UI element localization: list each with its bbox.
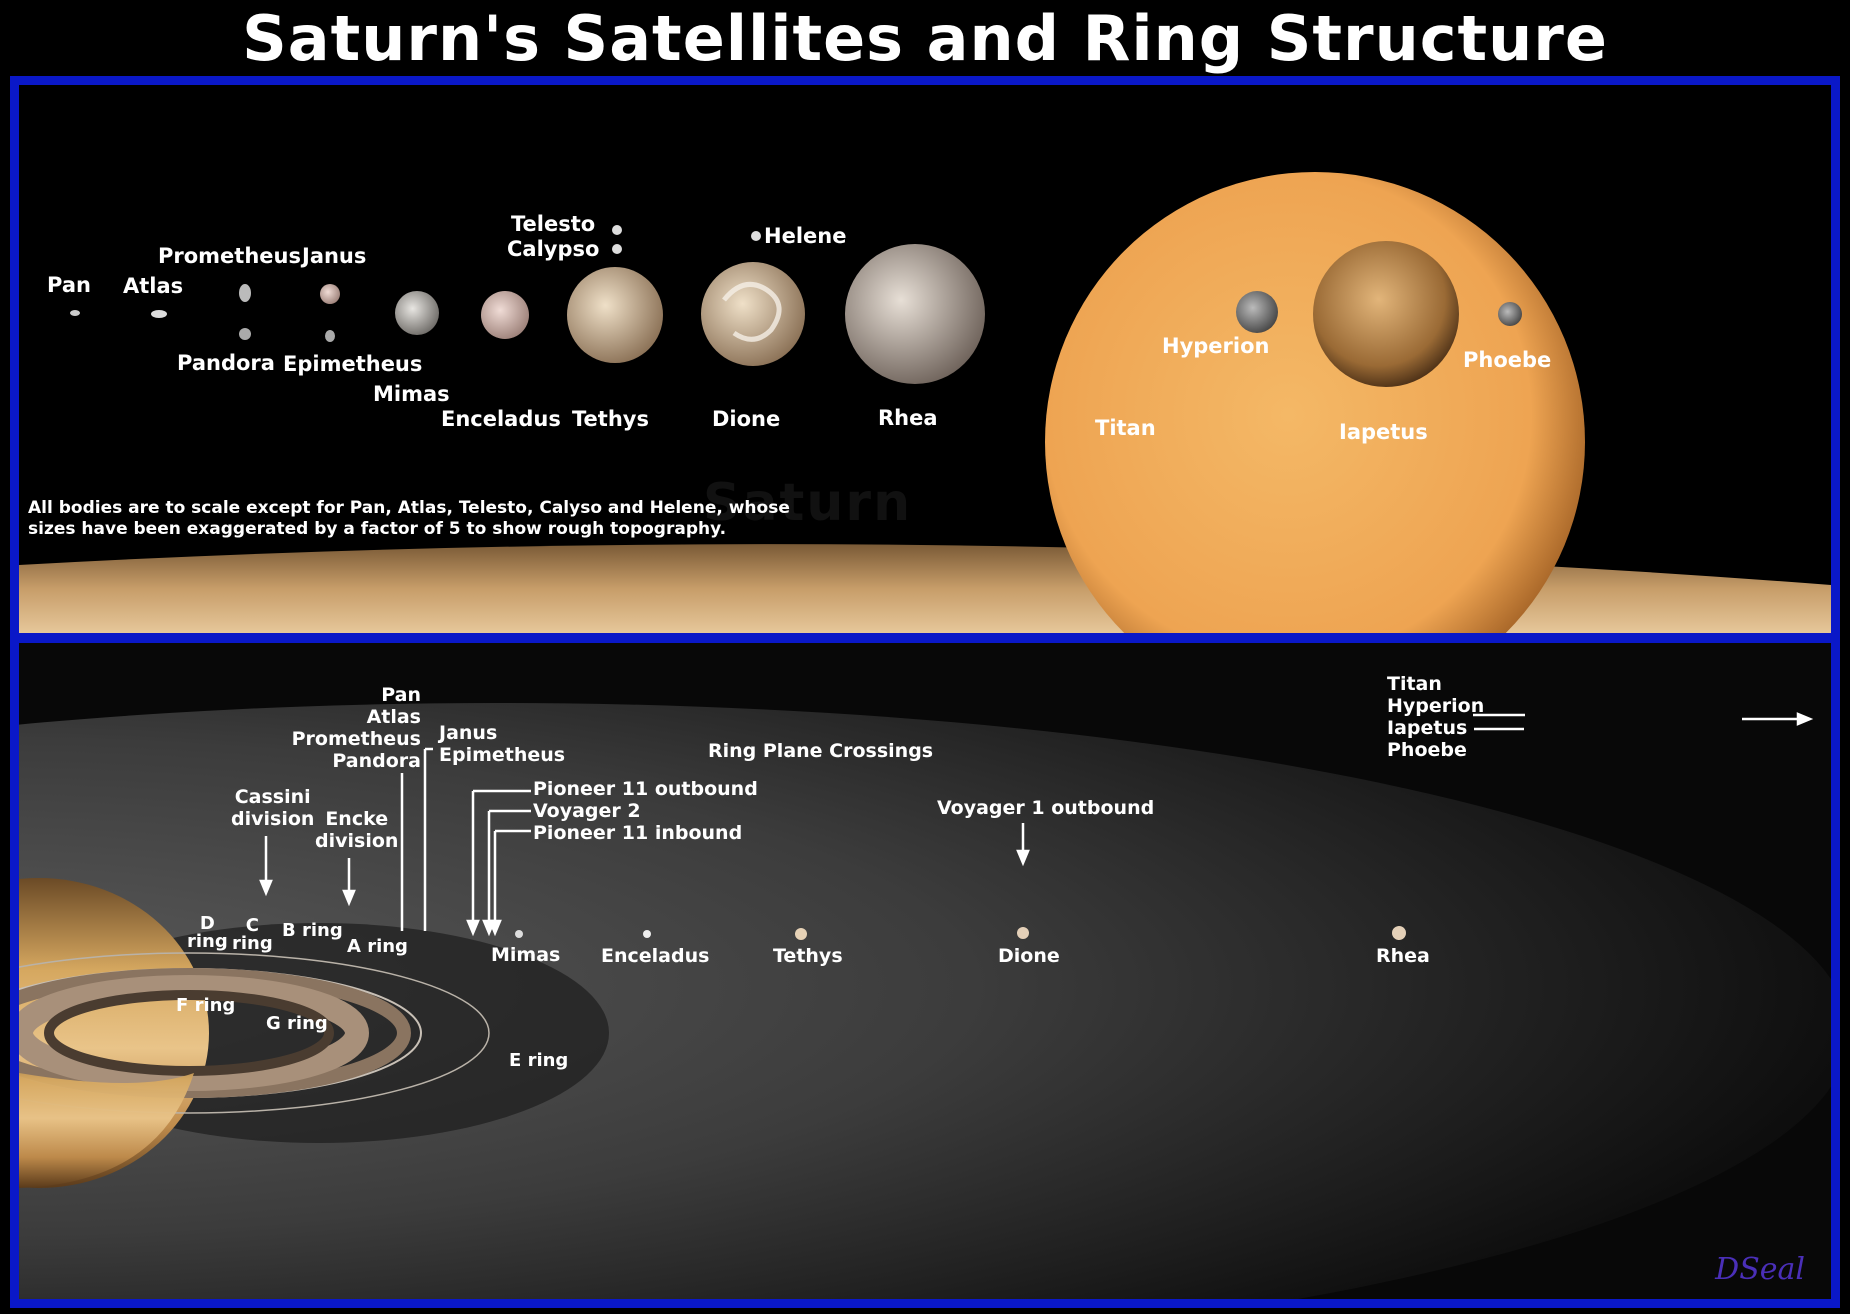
encke-division-label: Encke division [315,808,399,853]
d-ring-line2: ring [187,931,228,952]
outer-moon-iapetus: Iapetus [1387,716,1468,739]
prometheus-shape [239,284,251,302]
phoebe-shape [1498,302,1522,326]
moon-label-enceladus: Enceladus [601,945,710,967]
gap-moon-pan: Pan [381,684,421,706]
ring-plane-crossings-heading: Ring Plane Crossings [708,740,934,762]
label-hyperion: Hyperion [1162,334,1270,358]
gap-moon-prometheus: Prometheus [291,727,421,750]
c-ring-label: C ring [232,917,273,953]
ring-illustration [19,643,1831,1299]
cassini-division-label: Cassini division [231,786,315,831]
calypso-shape [612,244,622,254]
enceladus-shape [481,291,529,339]
label-phoebe: Phoebe [1463,348,1552,372]
scale-note-line1: All bodies are to scale except for Pan, … [28,498,790,518]
satellites-panel: Pan Atlas Prometheus Janus Pandora Epime… [10,76,1840,642]
c-ring [44,990,334,1076]
cassini-line2: division [231,807,315,830]
helene-shape [751,231,761,241]
telesto-shape [612,225,622,235]
coorbital-epimetheus: Epimetheus [439,743,566,766]
mimas-dot [515,930,523,938]
label-helene: Helene [764,224,847,248]
titan-disk [1045,172,1585,633]
atlas-shape [151,310,167,318]
satellites-illustration [19,172,1831,633]
janus-shape [320,284,340,304]
cassini-line1: Cassini [234,786,311,808]
label-iapetus: Iapetus [1339,420,1428,444]
label-tethys: Tethys [572,407,649,431]
pandora-shape [239,328,251,340]
moon-label-mimas: Mimas [491,944,561,966]
epimetheus-shape [325,330,335,342]
moon-label-dione: Dione [998,945,1060,967]
encke-line2: division [315,829,399,852]
d-ring-line1: D [199,913,215,934]
page-title: Saturn's Satellites and Ring Structure [242,2,1608,75]
label-titan: Titan [1095,416,1156,440]
d-ring-label: D ring [187,915,228,951]
crossing-pioneer11-out: Pioneer 11 outbound [533,778,758,800]
c-ring-line2: ring [232,933,273,954]
outer-moon-titan: Titan [1387,673,1442,695]
f-ring-label: F ring [176,995,236,1016]
label-atlas: Atlas [123,274,184,298]
encke-line1: Encke [325,808,389,830]
rhea-shape [845,244,985,384]
rhea-dot [1392,926,1406,940]
enceladus-dot [643,930,651,938]
dione-shape [701,262,805,366]
c-ring-line1: C [245,915,259,936]
tethys-dot [795,928,807,940]
label-mimas: Mimas [373,382,450,406]
moon-label-rhea: Rhea [1376,945,1430,967]
label-janus: Janus [302,244,367,268]
moon-label-tethys: Tethys [773,945,843,967]
a-ring-label: A ring [347,936,408,957]
crossing-pioneer11-in: Pioneer 11 inbound [533,821,743,844]
label-pan: Pan [47,273,91,297]
dione-dot [1017,927,1029,939]
scale-note: All bodies are to scale except for Pan, … [28,498,790,540]
outer-moon-hyperion: Hyperion [1387,694,1485,717]
label-epimetheus: Epimetheus [283,352,423,376]
label-telesto: Telesto [511,212,596,236]
dione-wispy [722,281,782,342]
gap-moons-list: Pan Atlas Prometheus Pandora [291,684,421,772]
tethys-shape [567,267,663,363]
iapetus-shape [1313,241,1459,387]
label-calypso: Calypso [507,237,600,261]
label-pandora: Pandora [177,351,275,375]
b-ring-label: B ring [282,920,343,941]
saturn-label: Saturn [703,473,913,533]
saturn-limb [19,544,1831,633]
outer-moon-phoebe: Phoebe [1387,738,1467,761]
label-dione: Dione [712,407,781,431]
ring-structure-panel: Pan Atlas Prometheus Pandora Janus Epime… [10,634,1840,1308]
scale-note-line2: sizes have been exaggerated by a factor … [28,519,727,539]
g-ring-label: G ring [266,1013,328,1034]
crossings-list: Pioneer 11 outbound Voyager 2 Pioneer 11… [533,778,758,845]
coorbital-janus: Janus [439,722,498,744]
e-ring-label: E ring [509,1050,569,1071]
mimas-shape [395,291,439,335]
gap-moon-atlas: Atlas [366,705,421,728]
outer-moons-list: Titan Hyperion Iapetus Phoebe [1387,673,1485,761]
gap-moon-pandora: Pandora [332,749,421,772]
voyager1-label: Voyager 1 outbound [937,797,1155,819]
artist-signature: DSeal [1715,1252,1805,1287]
label-prometheus: Prometheus [158,244,301,268]
label-rhea: Rhea [878,406,938,430]
outer-moons-arrow-icon [1475,635,1555,655]
g-ring [19,952,490,1114]
label-enceladus: Enceladus [441,407,561,431]
pan-shape [70,310,80,316]
saturn-front [19,1033,194,1188]
crossing-voyager2: Voyager 2 [533,799,641,822]
hyperion-shape [1236,291,1278,333]
coorbital-moons-list: Janus Epimetheus [439,722,566,767]
